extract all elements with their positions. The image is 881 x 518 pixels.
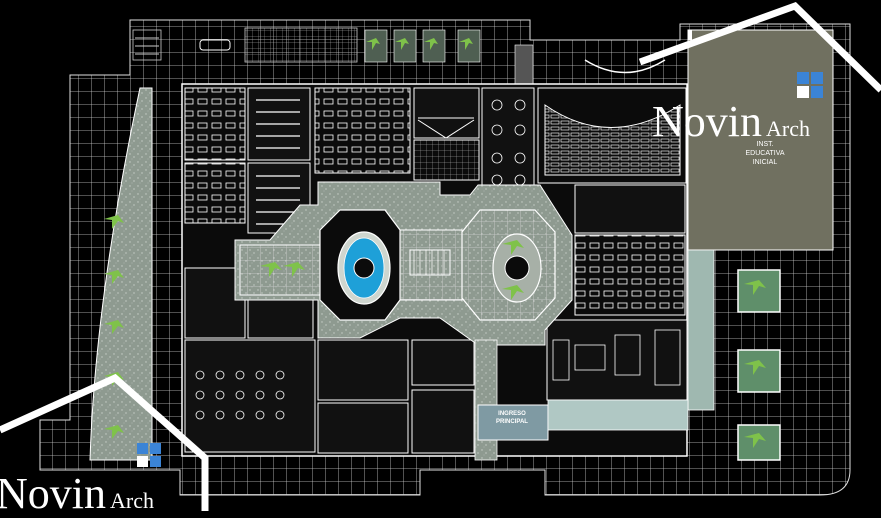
brand-name-top: Novin bbox=[652, 97, 762, 146]
watermark-roof-top-right bbox=[638, 1, 881, 93]
central-courtyard bbox=[234, 181, 573, 461]
entrance-label-line-1: INGRESO bbox=[498, 411, 526, 417]
kindergarten-parcel bbox=[687, 29, 834, 251]
entrance-label: INGRESO PRINCIPAL bbox=[481, 410, 543, 426]
kindergarten-label: INST. EDUCATIVA INICIAL bbox=[735, 140, 795, 167]
watermark-roof-bottom-left bbox=[0, 373, 209, 511]
brand-suffix-top: Arch bbox=[766, 116, 810, 141]
entrance-label-line-2: PRINCIPAL bbox=[496, 419, 528, 425]
logo-squares-top bbox=[797, 72, 823, 98]
left-garden-strip bbox=[89, 87, 153, 461]
brand-suffix-bottom: Arch bbox=[110, 488, 154, 513]
main-entrance bbox=[477, 399, 689, 441]
parking-strip bbox=[132, 27, 534, 86]
kindergarten-label-line-2: EDUCATIVA bbox=[745, 150, 785, 157]
kindergarten-label-line-1: INST. bbox=[756, 141, 774, 148]
kindergarten-label-line-3: INICIAL bbox=[752, 159, 778, 166]
logo-squares-bottom bbox=[137, 443, 161, 467]
top-planters bbox=[364, 29, 481, 63]
brand-name-bottom: Novin bbox=[0, 469, 106, 518]
right-planters bbox=[687, 249, 781, 461]
